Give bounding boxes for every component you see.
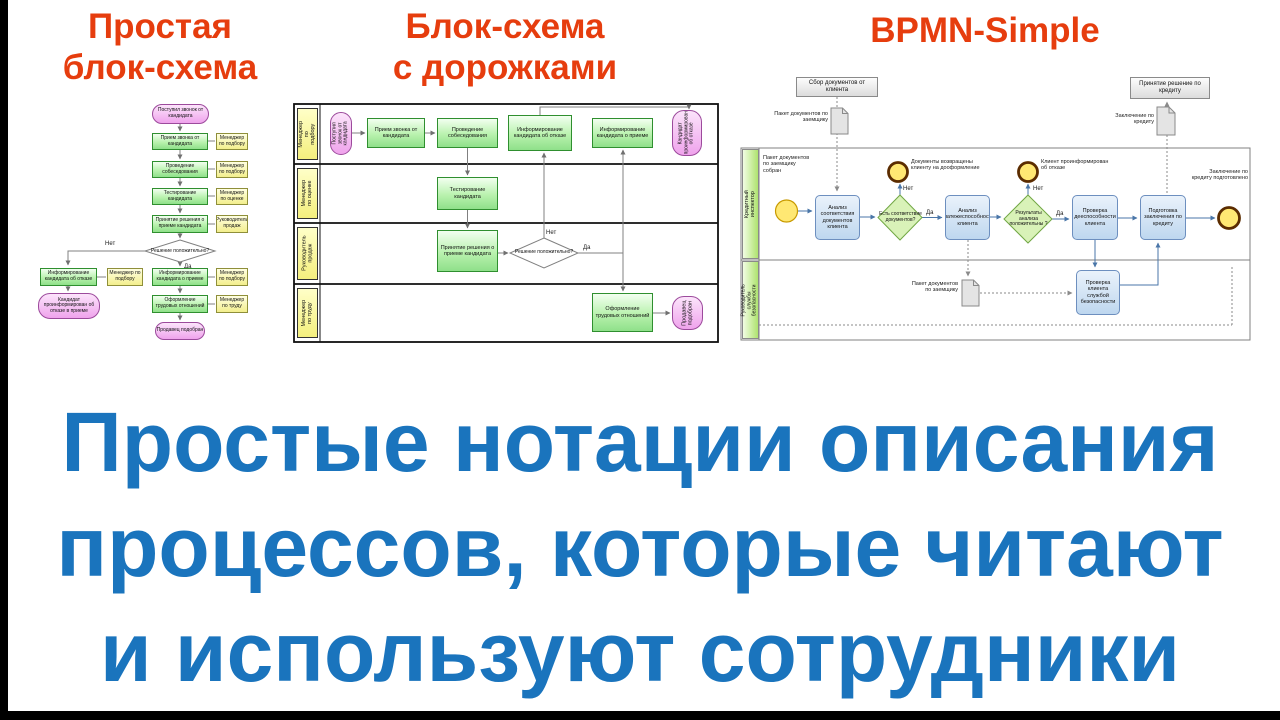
title-bpmn-simple: BPMN-Simple	[840, 10, 1130, 51]
sl-yes-label: Да	[583, 245, 591, 251]
document-icon	[1156, 106, 1176, 136]
bpmn-external-process-prinyatie: Принятие решение по кредиту	[1130, 77, 1210, 99]
fc1-reject-task: Информирование кандидата об отказе	[40, 268, 97, 286]
sl-task-test: Тестирование кандидата	[437, 177, 498, 210]
bpmn-external-process-sbor: Сбор документов от клиента	[796, 77, 878, 97]
title-line: с дорожками	[392, 48, 618, 87]
fc1-reject-role: Менеджер по подбору	[107, 268, 143, 286]
sl-connector-layer: Нет Да	[293, 103, 719, 343]
document-icon	[961, 279, 980, 307]
sl-lane-label-4: Менеджер по труду	[297, 288, 318, 338]
sl-end-podobran-event: Продавец подобран	[672, 296, 703, 330]
fc1-end-event: Продавец подобран	[155, 322, 205, 340]
caption-line-1: Простые нотации описания	[61, 395, 1219, 489]
sl-decision-label: Решение положительно?	[514, 249, 574, 256]
bpmn-end-vozvrat-event	[887, 161, 909, 183]
bpmn-task-deesposob: Проверка дееспособности клиента	[1072, 195, 1118, 240]
sl-no-label: Нет	[546, 230, 556, 236]
fc1-role-4: Руководитель продаж	[216, 215, 248, 233]
bpmn-end-vozvrat-label: Документы возвращены клиенту на дооформл…	[911, 159, 980, 172]
fc1-reject-end-event: Кандидат проинформирован об отказе в при…	[38, 293, 100, 319]
swimlane-flowchart-diagram: Нет Да Менеджер по подбору Менеджер по о…	[293, 100, 721, 345]
fc1-task-2: Проведение собеседования	[152, 161, 208, 178]
bottom-frame-bar	[0, 711, 1280, 720]
fc1-yes-label: Да	[184, 264, 192, 270]
title-line: блок-схема	[62, 48, 258, 87]
sl-lane-label-1: Менеджер по подбору	[297, 108, 318, 160]
sl-start-event: Поступил звонок от кандидата	[330, 112, 352, 155]
fc1-task-6: Оформление трудовых отношений	[152, 295, 208, 313]
sl-task-priem: Прием звонка от кандидата	[367, 118, 425, 148]
fc1-start-event: Поступил звонок от кандидата	[152, 104, 209, 124]
document-icon	[830, 107, 849, 135]
bpmn-doc-label-zakl-top: Заключение по кредиту	[1115, 113, 1154, 126]
bpmn-lane-label-1: Кредитный инспектор	[742, 149, 759, 259]
bpmn-task-sootv: Анализ соответствия документов клиента	[815, 195, 860, 240]
fc1-task-4: Принятие решения о приеме кандидата	[152, 215, 208, 233]
fc1-task-3: Тестирование кандидата	[152, 188, 208, 205]
fc1-role-2: Менеджер по подбору	[216, 161, 248, 178]
bpmn-no-label-2: Нет	[1033, 186, 1043, 192]
bpmn-end-zakl-label: Заключение по кредиту подготовлено	[1191, 169, 1248, 182]
title-swimlane-flowchart: Блок-схема с дорожками	[345, 6, 665, 88]
caption-line-2: процессов, которые читают	[56, 500, 1224, 594]
sl-task-reshenie: Принятие решения о приеме кандидата	[437, 230, 498, 272]
bpmn-connector-layer: Нет Да Нет Да	[740, 97, 1251, 341]
bpmn-task-bezopasnost: Проверка клиента службой безопасности	[1076, 270, 1120, 315]
bpmn-end-otkaz-event	[1017, 161, 1039, 183]
title-line: Блок-схема	[405, 7, 605, 46]
sl-lane-label-3: Руководитель продаж	[297, 227, 318, 280]
title-line: BPMN-Simple	[870, 11, 1100, 50]
fc1-role-5: Менеджер по подбору	[216, 268, 248, 286]
bpmn-no-label-1: Нет	[903, 186, 913, 192]
bpmn-gateway-sootv	[877, 194, 923, 241]
bpmn-gateway-rezult-label: Результаты анализа положительны ?	[1009, 210, 1048, 228]
bpmn-start-label: Пакет документов по заемщику собран	[763, 155, 810, 174]
sl-task-oform: Оформление трудовых отношений	[592, 293, 653, 332]
bpmn-end-otkaz-label: Клиент проинформирован об отказе	[1041, 159, 1109, 172]
fc1-no-label: Нет	[105, 241, 115, 247]
bpmn-end-zakl-event	[1217, 206, 1241, 230]
sl-end-otkaz-event: Кандидат проинформирован об отказе	[672, 110, 702, 156]
title-simple-flowchart: Простая блок-схема	[35, 6, 285, 88]
bpmn-doc-label-paket-lane2: Пакет документов по заемщику	[911, 281, 958, 294]
sl-task-priem-info: Информирование кандидата о приеме	[592, 118, 653, 148]
bpmn-diagram: Нет Да Нет Да Сбор документов от клиента…	[740, 75, 1262, 345]
fc1-role-6: Менеджер по труду	[216, 295, 248, 313]
fc1-role-1: Менеджер по подбору	[216, 133, 248, 150]
fc1-task-1: Прием звонка от кандидата	[152, 133, 208, 150]
bpmn-gateway-rezult	[1003, 194, 1053, 244]
title-line: Простая	[88, 7, 232, 46]
bpmn-start-event	[774, 199, 799, 223]
sl-lane-label-2: Менеджер по оценке	[297, 168, 318, 219]
fc1-connector-layer: Нет Да	[65, 124, 217, 321]
bpmn-lane-label-2: Руководитель службы безопасности	[741, 261, 759, 339]
fc1-role-3: Менеджер по оценке	[216, 188, 248, 205]
bpmn-doc-label-paket-top: Пакет документов по заемщику	[774, 111, 828, 124]
fc1-decision-label: Решение положительно?	[150, 247, 210, 254]
left-frame-bar	[0, 0, 8, 720]
bpmn-yes-label-2: Да	[1056, 211, 1064, 217]
bpmn-task-platezh: Анализ платежеспособности клиента	[945, 195, 990, 240]
bpmn-task-zakl: Подготовка заключения по кредиту	[1140, 195, 1186, 240]
sl-task-sobesedovanie: Проведение собеседования	[437, 118, 498, 148]
bpmn-gateway-sootv-label: Есть соответствие документов?	[879, 210, 922, 223]
fc1-task-5: Информирование кандидата о приеме	[152, 268, 208, 286]
simple-flowchart-diagram: Нет Да Поступил звонок от кандидата Прие…	[35, 95, 285, 350]
caption-line-3: и используют сотрудники	[99, 605, 1181, 699]
sl-task-otkaz: Информирование кандидата об отказе	[508, 115, 572, 151]
bpmn-yes-label-1: Да	[926, 210, 934, 216]
